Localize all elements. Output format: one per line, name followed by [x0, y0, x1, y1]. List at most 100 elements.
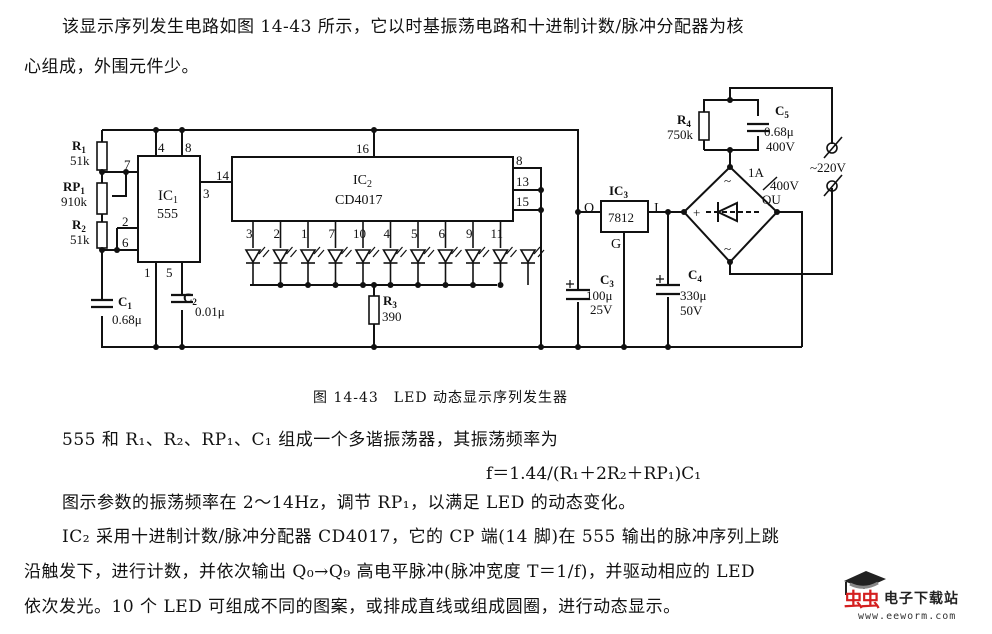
led — [354, 221, 380, 285]
led — [409, 221, 435, 285]
watermark-brand: 虫虫 — [844, 589, 880, 611]
led — [272, 221, 297, 285]
ic2-output-pin-label: 9 — [466, 226, 473, 241]
c4-label: C4 — [688, 267, 702, 284]
junction-dot — [277, 282, 284, 288]
junction-dot — [774, 209, 780, 215]
body-p2: 图示参数的振荡频率在 2～14Hz，调节 RP₁，以满足 LED 的动态变化。 — [62, 493, 636, 513]
bridge-rating-a: 1A — [748, 165, 765, 180]
graduation-cap-icon — [844, 571, 886, 595]
led — [492, 221, 517, 285]
c4-voltage: 50V — [680, 303, 703, 318]
resistor-r4 — [698, 111, 710, 141]
junction-dot — [470, 282, 476, 288]
led — [382, 221, 407, 285]
body-p1: 555 和 R₁、R₂、RP₁、C₁ 组成一个多谐振荡器，其振荡频率为 — [62, 430, 559, 450]
mains-label: ~220V — [810, 160, 847, 175]
junction-dot — [123, 169, 129, 175]
ic1-label: IC1 — [158, 188, 178, 206]
ic1-pin-1: 1 — [144, 265, 151, 280]
ic2-pin-14: 14 — [216, 168, 230, 183]
junction-dot — [153, 127, 159, 133]
body-p3-line1: IC₂ 采用十进制计数/脉冲分配器 CD4017，它的 CP 端(14 脚)在 … — [62, 527, 780, 547]
ic2-model: CD4017 — [335, 193, 382, 208]
junction-dot — [727, 164, 733, 170]
c5-value: 0.68μ — [764, 124, 794, 139]
ic3-model: 7812 — [608, 210, 634, 225]
resistor-r1 — [96, 141, 108, 171]
ic2-output-pin-label: 4 — [384, 226, 391, 241]
c1-label: C1 — [118, 294, 132, 311]
r1-value: 51k — [70, 153, 90, 168]
ic1-pin-5: 5 — [166, 265, 173, 280]
junction-dot — [99, 247, 105, 253]
ic3-label: IC3 — [609, 183, 628, 200]
c1-value: 0.68μ — [112, 312, 142, 327]
ic2-output-pin-label: 3 — [246, 226, 253, 241]
ic1-pin-3: 3 — [203, 186, 210, 201]
ic1-pin-6: 6 — [122, 235, 129, 250]
ic2-pin-16: 16 — [356, 141, 370, 156]
junction-dot — [387, 282, 394, 288]
c3-value: 100μ — [586, 288, 613, 303]
junction-dot — [538, 207, 544, 213]
junction-dot — [665, 209, 671, 215]
ic2-output-pin-label: 1 — [301, 226, 308, 241]
junction-dot — [665, 344, 671, 350]
junction-dot — [621, 344, 627, 350]
ic3-pin-g: G — [611, 237, 621, 252]
junction-dot — [681, 209, 687, 215]
bridge-plus: + — [693, 205, 700, 220]
body-p3-line3: 依次发光。10 个 LED 可组成不同的图案，或排成直线或组成圆圈，进行动态显示… — [24, 597, 681, 617]
led — [327, 221, 352, 285]
ic1-pin-2: 2 — [122, 214, 129, 229]
junction-dot — [114, 247, 120, 253]
junction-dot — [332, 282, 339, 288]
junction-dot — [99, 169, 105, 175]
c4-value: 330μ — [680, 288, 707, 303]
junction-dot — [727, 147, 733, 153]
ic1-555-body — [137, 155, 201, 263]
watermark-logo: 虫虫 电子下载站 www.eeworm.com — [840, 571, 990, 633]
ic2-output-pin-label: 10 — [353, 226, 366, 241]
ic2-output-pin-label: 2 — [274, 226, 281, 241]
junction-dot — [371, 282, 377, 288]
capacitor-c1 — [91, 298, 113, 309]
junction-dot — [415, 282, 421, 288]
junction-dot — [497, 282, 504, 288]
led-array — [244, 221, 545, 285]
ic3-pin-o: O — [584, 201, 594, 216]
intro-line-2: 心组成，外围元件少。 — [24, 57, 199, 77]
junction-dot — [727, 259, 733, 265]
junction-dot — [371, 344, 377, 350]
capacitor-c5 — [747, 122, 769, 133]
junction-dot — [360, 282, 366, 288]
c5-label: C5 — [775, 103, 789, 120]
junction-dot — [575, 344, 581, 350]
bridge-rating-v: 400V — [770, 178, 800, 193]
ic1-model: 555 — [157, 207, 178, 222]
junction-dot — [538, 187, 544, 193]
figure-caption: 图 14-43 LED 动态显示序列发生器 — [313, 390, 569, 406]
rp1-label: RP1 — [63, 179, 85, 196]
c2-label: C2 — [183, 290, 197, 307]
ic1-pin-4: 4 — [158, 140, 165, 155]
circuit-schematic: R1 51k RP1 910k R2 51k 4 8 7 2 6 3 1 5 I… — [61, 87, 847, 350]
junction-dot — [371, 127, 377, 133]
rp1-value: 910k — [61, 194, 88, 209]
ic2-label: IC2 — [353, 173, 372, 190]
capacitor-c2 — [171, 293, 193, 304]
junction-dot — [538, 344, 544, 350]
ic2-output-pin-label: 6 — [439, 226, 446, 241]
led — [299, 221, 325, 285]
ic1-pin-7: 7 — [124, 157, 131, 172]
junction-dot — [575, 209, 581, 215]
mains-terminal-icon — [823, 136, 843, 197]
potentiometer-rp1 — [96, 182, 108, 215]
bridge-name: QU — [762, 192, 781, 207]
r1-label: R1 — [72, 138, 86, 155]
r4-value: 750k — [667, 127, 694, 142]
bridge-diode-icon — [706, 201, 760, 223]
c5-voltage: 400V — [766, 139, 796, 154]
ic2-output-pin-label: 7 — [329, 226, 336, 241]
